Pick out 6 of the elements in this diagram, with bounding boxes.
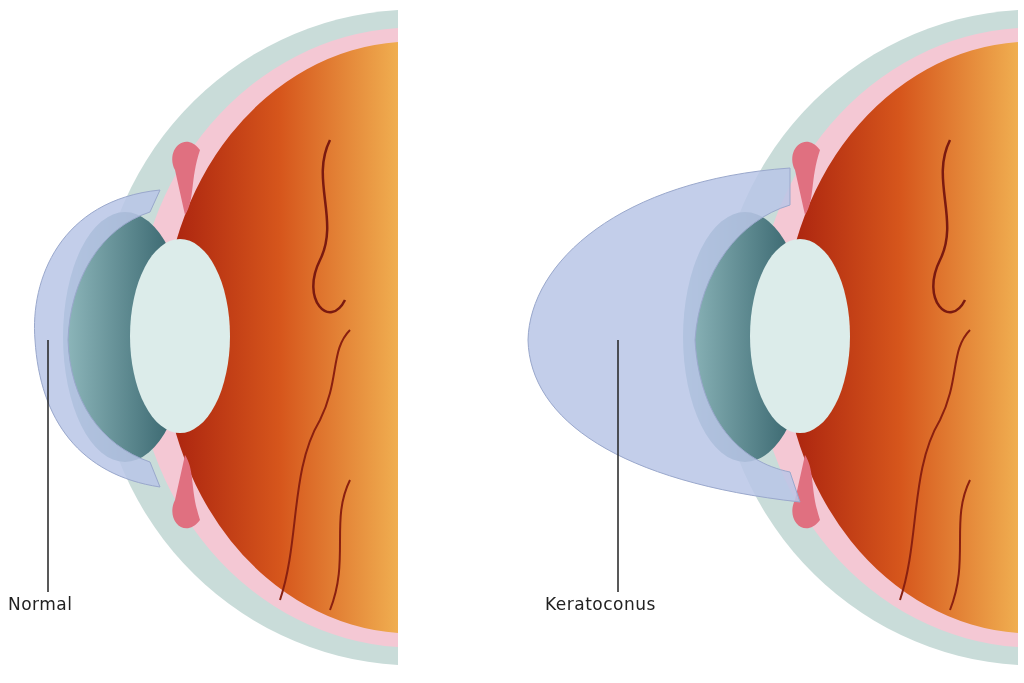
leader-line	[617, 339, 619, 593]
leader-line	[47, 339, 49, 593]
eye-label: Keratoconus	[545, 594, 656, 614]
eye-label: Normal	[8, 594, 73, 614]
cornea	[527, 167, 801, 503]
cornea	[34, 189, 161, 488]
